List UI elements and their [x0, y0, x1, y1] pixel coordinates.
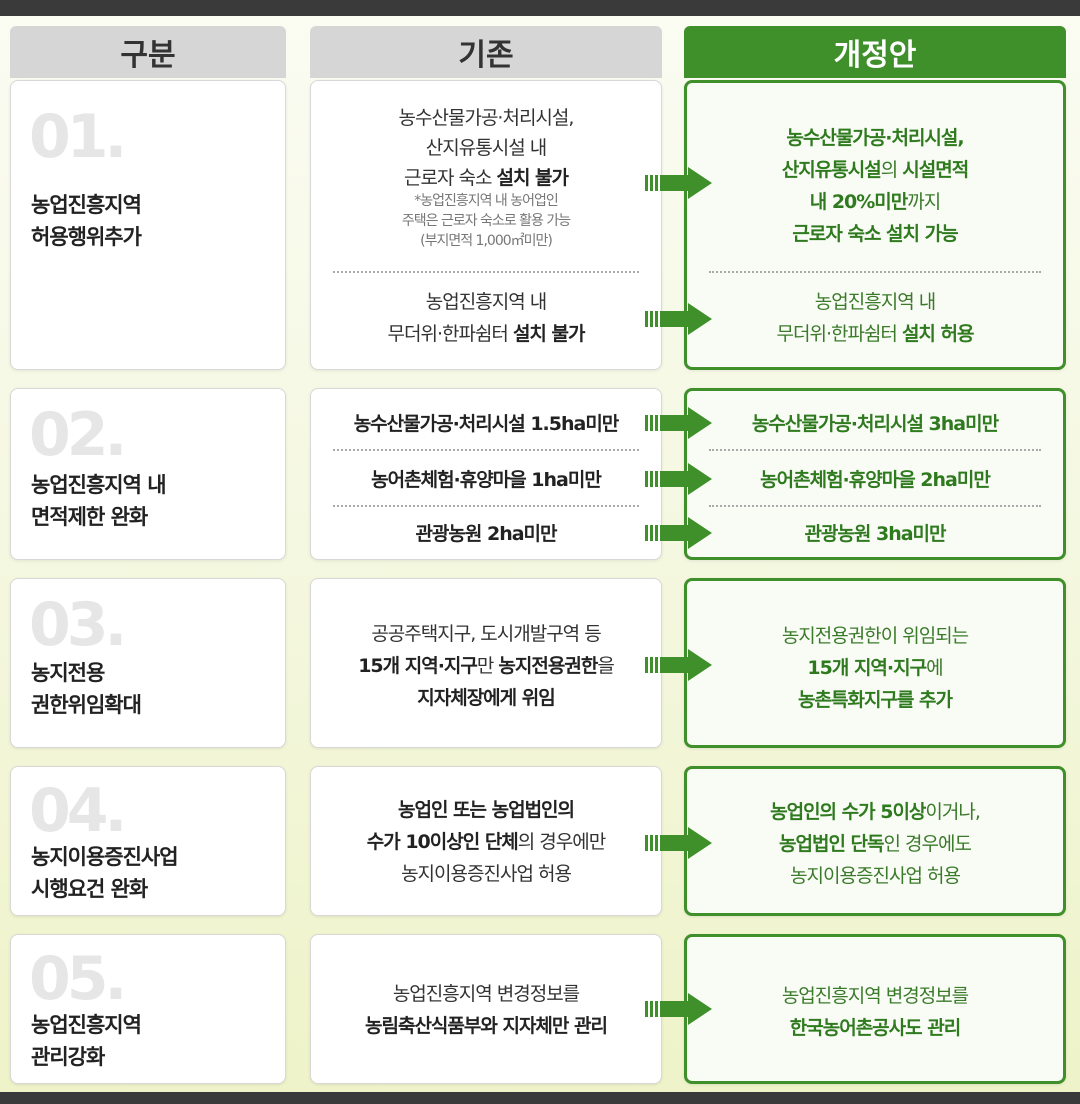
divider: [709, 505, 1041, 507]
row-title: 농업진흥지역 허용행위추가: [31, 193, 142, 249]
arrow-right-icon: [645, 649, 712, 681]
row-4-category: 04. 농지이용증진사업 시행요건 완화: [10, 766, 286, 916]
row-1-category: 01. 농업진흥지역 허용행위추가: [10, 80, 286, 370]
header-existing: 기존: [310, 26, 662, 78]
row-number: 01.: [29, 102, 127, 172]
row-title: 농업진흥지역 관리강화: [31, 1013, 142, 1069]
arrow-right-icon: [645, 827, 712, 859]
row-number: 04.: [29, 776, 127, 846]
row-number: 02.: [29, 400, 127, 470]
row-number: 05.: [29, 944, 127, 1014]
row-1-existing: 농수산물가공·처리시설, 산지유통시설 내 근로자 숙소 설치 불가 *농업진흥…: [310, 80, 662, 370]
row-2-existing: 농수산물가공·처리시설 1.5ha미만 농어촌체험·휴양마을 1ha미만 관광농…: [310, 388, 662, 560]
row-4-existing: 농업인 또는 농업법인의 수가 10이상인 단체의 경우에만 농지이용증진사업 …: [310, 766, 662, 916]
divider: [333, 449, 639, 451]
row-2-revised: 농수산물가공·처리시설 3ha미만 농어촌체험·휴양마을 2ha미만 관광농원 …: [684, 388, 1066, 560]
row-title: 농지이용증진사업 시행요건 완화: [31, 845, 179, 901]
row-5-revised: 농업진흥지역 변경정보를 한국농어촌공사도 관리: [684, 934, 1066, 1084]
row-3-category: 03. 농지전용 권한위임확대: [10, 578, 286, 748]
arrow-right-icon: [645, 407, 712, 439]
bottom-bar: [0, 1092, 1080, 1104]
row-4-revised: 농업인의 수가 5이상이거나, 농업법인 단독인 경우에도 농지이용증진사업 허…: [684, 766, 1066, 916]
row-5-existing: 농업진흥지역 변경정보를 농림축산식품부와 지자체만 관리: [310, 934, 662, 1084]
divider: [333, 505, 639, 507]
header-category: 구분: [10, 26, 286, 78]
row-number: 03.: [29, 590, 127, 660]
row-3-revised: 농지전용권한이 위임되는 15개 지역·지구에 농촌특화지구를 추가: [684, 578, 1066, 748]
divider: [709, 271, 1041, 273]
row-3-existing: 공공주택지구, 도시개발구역 등 15개 지역·지구만 농지전용권한을 지자체장…: [310, 578, 662, 748]
arrow-right-icon: [645, 303, 712, 335]
divider: [709, 449, 1041, 451]
arrow-right-icon: [645, 167, 712, 199]
row-5-category: 05. 농업진흥지역 관리강화: [10, 934, 286, 1084]
top-bar: [0, 0, 1080, 16]
row-2-category: 02. 농업진흥지역 내 면적제한 완화: [10, 388, 286, 560]
arrow-right-icon: [645, 993, 712, 1025]
row-1-revised: 농수산물가공·처리시설, 산지유통시설의 시설면적 내 20%미만까지 근로자 …: [684, 80, 1066, 370]
divider: [333, 271, 639, 273]
arrow-right-icon: [645, 463, 712, 495]
header-revised: 개정안: [684, 26, 1066, 78]
row-title: 농지전용 권한위임확대: [31, 661, 142, 717]
arrow-right-icon: [645, 517, 712, 549]
row-title: 농업진흥지역 내 면적제한 완화: [31, 473, 167, 529]
